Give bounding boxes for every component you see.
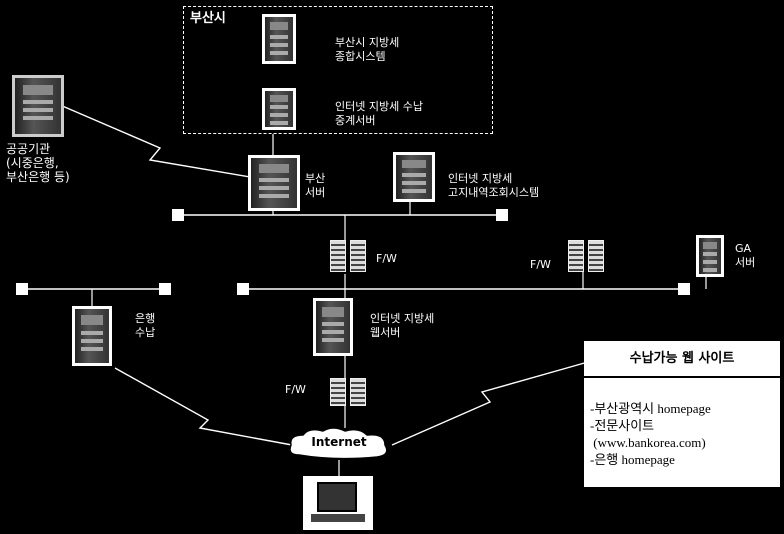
pc-icon (303, 476, 373, 530)
collection-server-label: 인터넷 지방세 수납 중계서버 (335, 100, 423, 127)
busan-server-label: 부산 서버 (305, 172, 326, 199)
bank-server-icon (72, 306, 112, 366)
payment-sites-box: 수납가능 웹 사이트 -부산광역시 homepage -전문사이트 (www.b… (584, 341, 780, 487)
bank-server-label: 은행 수납 (135, 312, 156, 339)
firewall-icon (568, 240, 584, 272)
backbone-node (678, 283, 690, 295)
firewall-icon (330, 378, 346, 406)
ga-server-icon (696, 235, 724, 277)
firewall-label: F/W (530, 258, 551, 271)
web-server-icon (313, 298, 353, 356)
building-icon (12, 75, 64, 137)
backbone-node (496, 209, 508, 221)
backbone-node (16, 283, 28, 295)
web-server-label: 인터넷 지방세 웹서버 (370, 312, 435, 339)
backbone-node (237, 283, 249, 295)
firewall-icon (350, 240, 366, 272)
busan-city-title: 부산시 (190, 11, 226, 26)
inquiry-system-label: 인터넷 지방세 고지내역조회시스템 (448, 172, 540, 199)
busan-city-group (183, 6, 493, 134)
firewall-icon (330, 240, 346, 272)
internet-cloud: Internet (285, 425, 393, 463)
backbone-node (172, 209, 184, 221)
payment-site-item: -은행 homepage (590, 452, 675, 467)
ga-server-label: GA 서버 (735, 242, 756, 269)
internet-label: Internet (311, 435, 367, 449)
payment-site-item: -부산광역시 homepage (590, 401, 711, 416)
firewall-icon (350, 378, 366, 406)
cloud-icon (289, 427, 388, 460)
firewall-icon (588, 240, 604, 272)
busan-main-server-label: 부산시 지방세 종합시스템 (335, 36, 400, 63)
firewall-label: F/W (285, 383, 306, 396)
busan-server-icon (248, 155, 300, 211)
payment-site-item: (www.bankorea.com) (590, 435, 706, 450)
backbone-node (159, 283, 171, 295)
payment-sites-title: 수납가능 웹 사이트 (584, 341, 780, 378)
busan-main-server-icon (262, 14, 296, 64)
public-institutions-label: 공공기관 (시중은행, 부산은행 등) (6, 142, 70, 184)
payment-site-item: -전문사이트 (590, 418, 655, 433)
collection-server-icon (262, 88, 296, 130)
inquiry-system-icon (393, 152, 435, 202)
firewall-label: F/W (376, 252, 397, 265)
